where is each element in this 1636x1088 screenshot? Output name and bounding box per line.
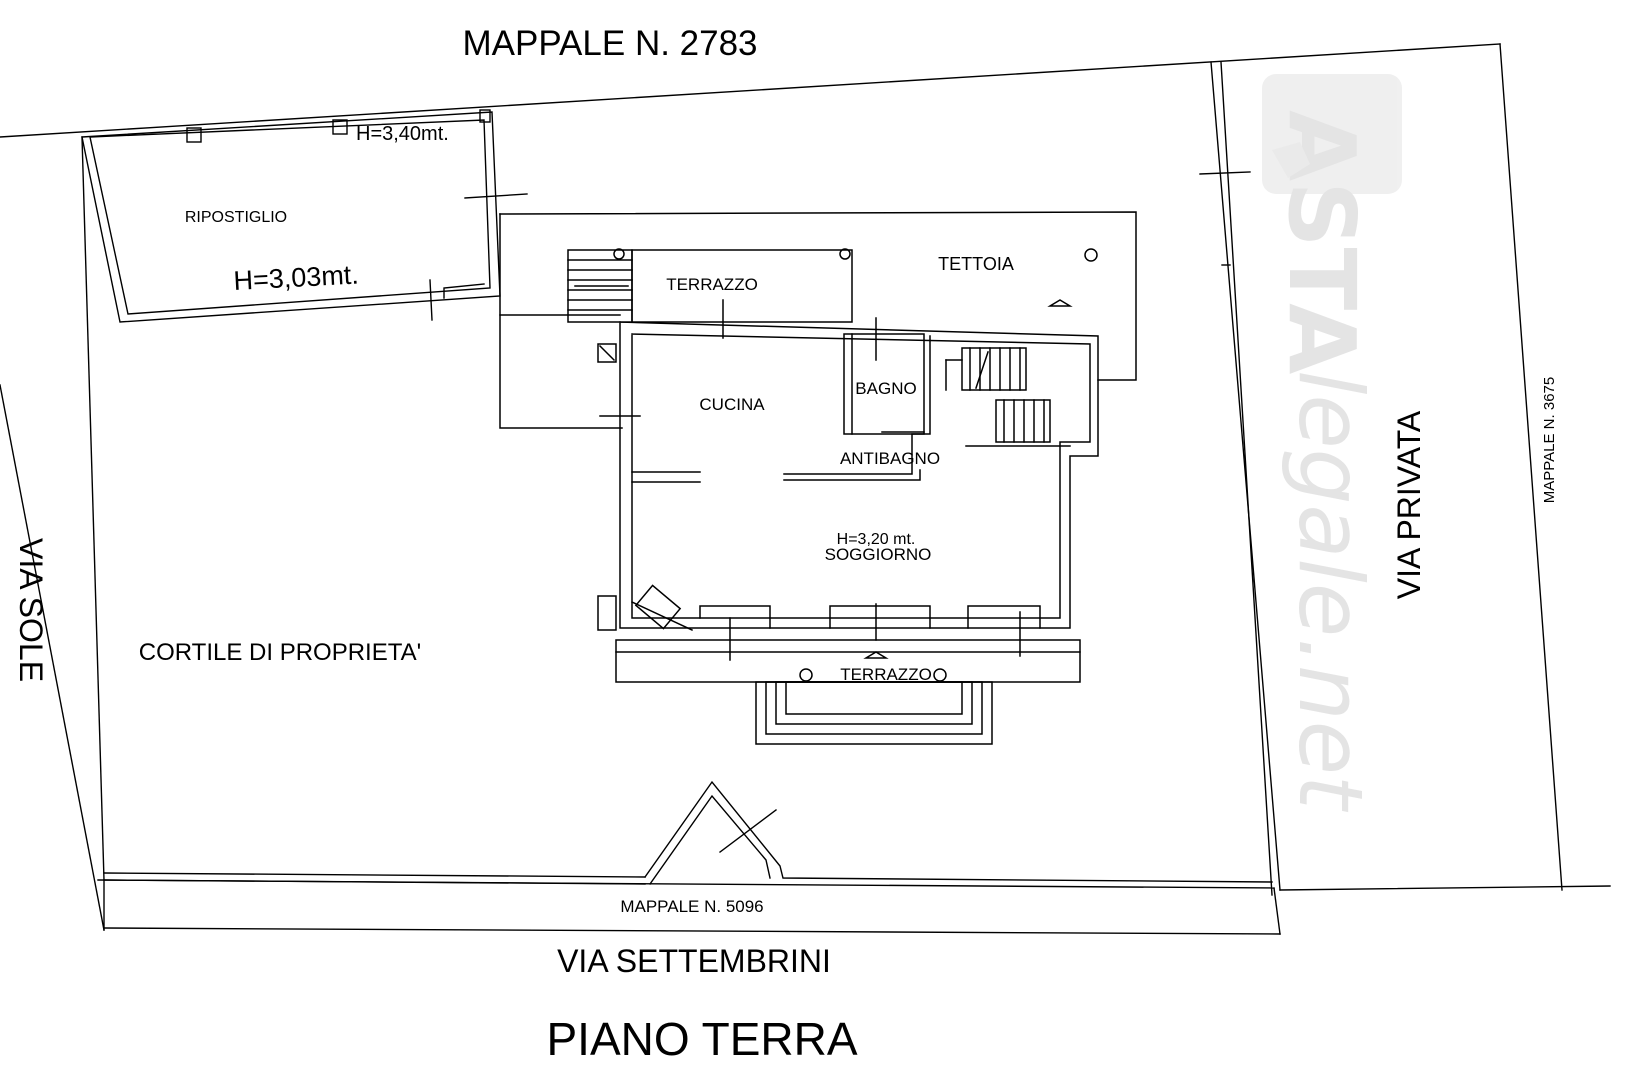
south-parcel-label: MAPPALE N. 5096 [620,897,763,916]
west-street-label: VIA SOLE [13,538,49,682]
living-height-label: H=3,20 mt. [837,531,916,548]
lot-boundaries [0,43,1611,935]
house [499,211,1137,745]
storage-height-inner-label: H=3,03mt. [233,259,360,296]
living-label: SOGGIORNO [825,545,932,564]
bathroom-label: BAGNO [855,379,916,398]
east-street-label: VIA PRIVATA [1391,410,1427,599]
storage-height-outer-label: H=3,40mt. [356,123,449,145]
south-street-label: VIA SETTEMBRINI [557,943,831,979]
watermark-brand-bottom: legale.net [1279,370,1382,813]
east-parcel-label: MAPPALE N. 3675 [1541,377,1558,503]
north-parcel-label: MAPPALE N. 2783 [462,24,757,63]
page-title: PIANO TERRA [547,1013,858,1065]
canopy-label: TETTOIA [938,254,1014,274]
watermark: ASTA legale.net [1262,74,1402,813]
front-terrace-label: TERRAZZO [840,665,932,684]
courtyard-label: CORTILE DI PROPRIETA' [139,639,421,666]
kitchen-label: CUCINA [699,395,765,414]
storage-label: RIPOSTIGLIO [185,209,287,226]
hand-pointer-icon [1272,142,1310,178]
labels: MAPPALE N. 2783 MAPPALE N. 3675 VIA PRIV… [13,24,1558,1065]
antebathroom-label: ANTIBAGNO [840,449,940,468]
rear-terrace-label: TERRAZZO [666,275,758,294]
